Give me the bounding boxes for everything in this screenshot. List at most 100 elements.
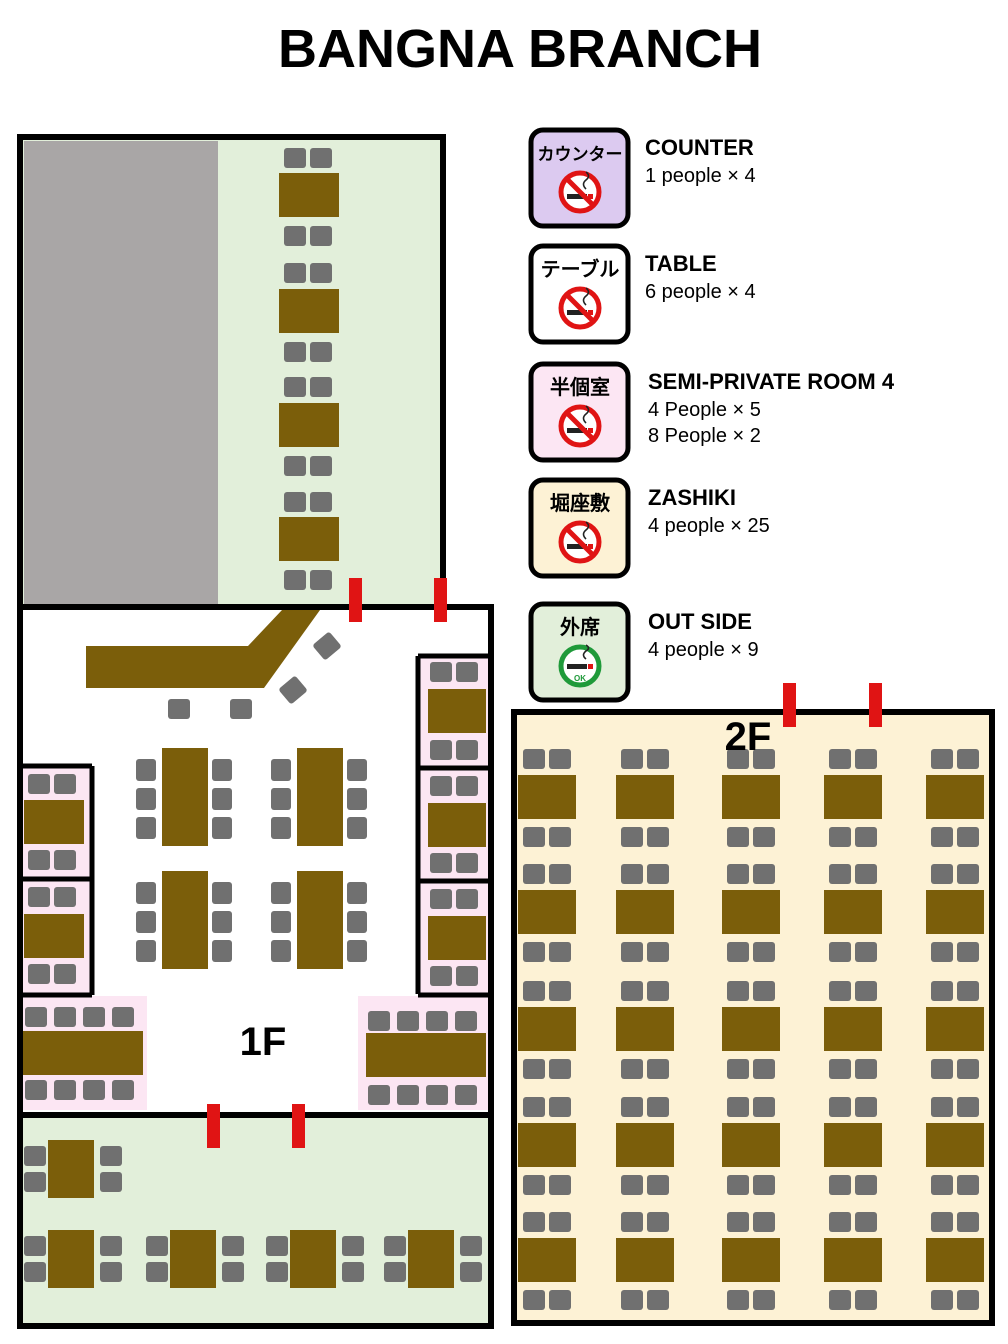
chair	[136, 911, 156, 933]
chair	[310, 492, 332, 512]
no-smoking-icon	[561, 288, 599, 327]
chair	[647, 749, 669, 769]
no-smoking-icon	[561, 522, 599, 561]
chair	[24, 1236, 46, 1256]
legend-capacity: 1 people × 4	[645, 165, 756, 187]
chair	[384, 1262, 406, 1282]
chair	[430, 776, 452, 796]
chair	[136, 759, 156, 781]
chair	[829, 864, 851, 884]
counter-bar	[86, 610, 320, 688]
chair	[310, 570, 332, 590]
chair	[456, 776, 478, 796]
legend-capacity: 4 people × 9	[648, 639, 759, 661]
outdoor-area	[20, 1115, 491, 1326]
table	[297, 748, 343, 846]
chair	[54, 1007, 76, 1027]
chair	[727, 749, 749, 769]
chair	[230, 699, 252, 719]
table	[48, 1140, 94, 1198]
chair	[931, 981, 953, 1001]
chair	[957, 1212, 979, 1232]
chair	[456, 740, 478, 760]
floor-label-1f: 1F	[240, 1020, 287, 1064]
table	[297, 871, 343, 969]
chair	[25, 1080, 47, 1100]
chair	[549, 1212, 571, 1232]
chair	[54, 1080, 76, 1100]
chair	[284, 226, 306, 246]
chair	[455, 1085, 477, 1105]
chair	[266, 1236, 288, 1256]
chair	[310, 456, 332, 476]
chair	[54, 887, 76, 907]
table	[722, 1238, 780, 1282]
chair	[212, 882, 232, 904]
table	[722, 775, 780, 819]
chair	[647, 827, 669, 847]
chair	[310, 226, 332, 246]
chair	[271, 817, 291, 839]
table	[926, 1238, 984, 1282]
chair	[368, 1085, 390, 1105]
legend-capacity: 4 People × 5	[648, 399, 761, 421]
chair	[168, 699, 190, 719]
chair	[829, 827, 851, 847]
table	[824, 1238, 882, 1282]
chair	[271, 911, 291, 933]
table	[24, 914, 84, 958]
chair	[647, 1290, 669, 1310]
table	[824, 890, 882, 934]
chair	[753, 1175, 775, 1195]
chair	[753, 1290, 775, 1310]
chair	[829, 1212, 851, 1232]
chair	[284, 377, 306, 397]
chair	[621, 1059, 643, 1079]
tables-layer	[23, 173, 984, 1288]
table	[722, 1123, 780, 1167]
chair	[347, 882, 367, 904]
legend-name: OUT SIDE	[648, 609, 752, 634]
chair	[753, 864, 775, 884]
chair	[523, 864, 545, 884]
chair	[397, 1011, 419, 1031]
table	[408, 1230, 454, 1288]
chair	[621, 1097, 643, 1117]
legend-badge-label: 外席	[560, 615, 600, 639]
chair	[957, 749, 979, 769]
chair	[523, 749, 545, 769]
table	[366, 1033, 486, 1077]
chair	[430, 853, 452, 873]
door-markers	[207, 578, 882, 1148]
chair	[212, 788, 232, 810]
chair	[523, 1097, 545, 1117]
floor-2f-outline	[511, 709, 995, 1326]
chair	[100, 1262, 122, 1282]
chair	[957, 981, 979, 1001]
no-smoking-icon	[561, 406, 599, 445]
chair	[24, 1262, 46, 1282]
semi-private-dividers	[22, 653, 490, 998]
chair	[430, 662, 452, 682]
chair	[54, 774, 76, 794]
chair	[368, 1011, 390, 1031]
chair	[647, 981, 669, 1001]
chair	[621, 1212, 643, 1232]
chair	[931, 1175, 953, 1195]
table	[428, 803, 486, 847]
chair	[727, 1097, 749, 1117]
chair	[136, 817, 156, 839]
chair	[460, 1236, 482, 1256]
chair	[212, 940, 232, 962]
outdoor-outline	[17, 1112, 494, 1329]
chair	[83, 1080, 105, 1100]
table	[722, 1007, 780, 1051]
chair	[957, 1175, 979, 1195]
chair	[83, 1007, 105, 1027]
chair	[310, 342, 332, 362]
chair	[621, 749, 643, 769]
chair	[549, 749, 571, 769]
legend-capacity: 8 People × 2	[648, 425, 761, 447]
